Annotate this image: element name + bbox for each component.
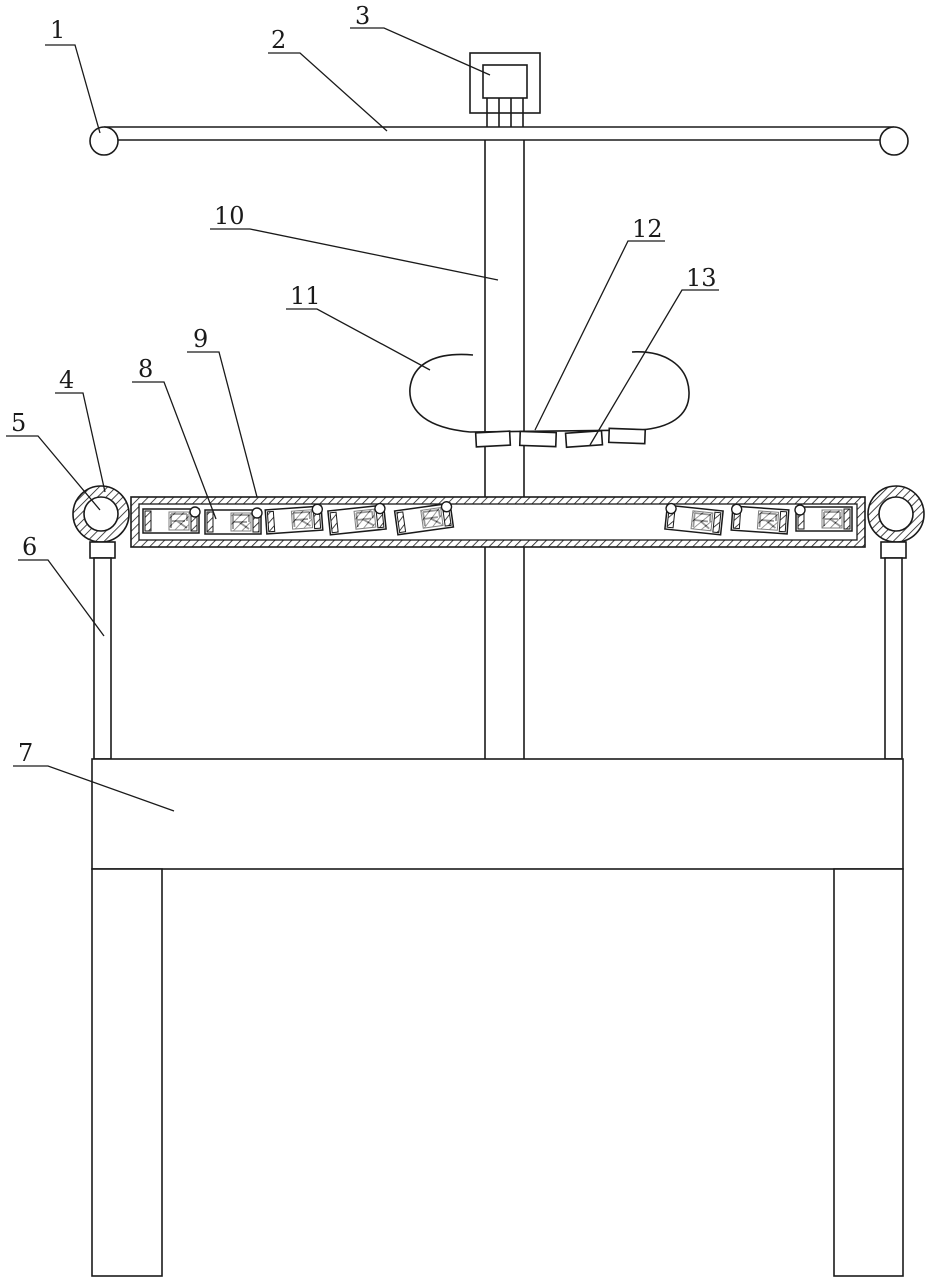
label-12: 12 — [632, 215, 663, 243]
label-9: 9 — [193, 325, 208, 353]
label-1: 1 — [50, 16, 65, 44]
right-support-post — [881, 542, 906, 759]
right-roller — [868, 486, 924, 542]
left-support-post — [90, 542, 115, 759]
label-13: 13 — [686, 264, 717, 292]
table-leg-left — [92, 869, 162, 1276]
label-2: 2 — [271, 26, 286, 54]
label-11: 11 — [290, 282, 321, 310]
label-4: 4 — [59, 366, 74, 394]
label-6: 6 — [22, 533, 37, 561]
label-7: 7 — [18, 739, 33, 767]
label-10: 10 — [214, 202, 245, 230]
motor-unit — [470, 53, 540, 127]
left-end-wheel — [90, 127, 118, 155]
left-arm-pad — [410, 354, 473, 432]
label-3: 3 — [355, 2, 370, 30]
cassette-unit — [795, 505, 852, 531]
part-labels: 1 2 3 4 5 6 7 8 9 10 11 12 13 — [11, 2, 717, 767]
vertical-post — [485, 140, 524, 759]
right-arm-pad — [470, 352, 689, 432]
cassette-unit — [143, 507, 200, 533]
label-8: 8 — [138, 355, 153, 383]
label-5: 5 — [11, 409, 26, 437]
table-leg-right — [834, 869, 903, 1276]
right-end-wheel — [880, 127, 908, 155]
top-crossbar — [104, 127, 894, 140]
table-top — [92, 759, 903, 869]
left-roller — [73, 486, 129, 542]
